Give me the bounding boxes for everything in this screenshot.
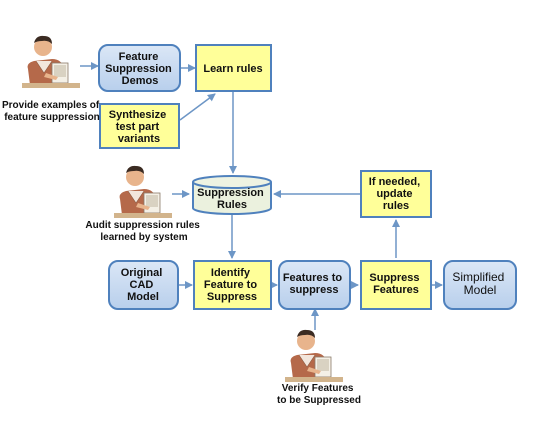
node-line: variants [118,133,160,145]
node-line: Features to [283,272,343,284]
node-line: CAD [130,279,154,291]
audit-rules-caption: Audit suppression rules learned by syste… [85,220,202,243]
svg-text:Provide examples of feat: Provide examples of feature suppression [2,100,102,123]
original-cad-box: Original CAD Model [108,260,179,310]
learn-rules-box: Learn rules [195,44,272,92]
svg-text:Feature Suppression: Feature Suppression Demos [105,51,175,87]
suppress-features-box: Suppress Features [360,260,432,310]
arrow-synth-to-learn [179,93,216,121]
caption-line: Audit suppression rules [85,220,200,231]
caption-line: Provide examples of [2,100,100,111]
node-line: Suppress [207,291,257,303]
node-line: Identify [211,267,251,279]
provide-examples-caption: Provide examples of feature suppression [2,100,102,123]
node-line: Rules [217,199,247,211]
node-line: Suppression [105,63,172,75]
synthesize-box: Synthesize test part variants [99,103,180,149]
svg-text:Synthesize test part: Synthesize test part variants [109,109,170,145]
node-line: rules [383,200,409,212]
node-line: test part [116,121,160,133]
svg-text:Audit suppression rules: Audit suppression rules learned by syste… [85,220,202,243]
feature-demos-box: Feature Suppression Demos [98,44,181,92]
person-at-computer-icon [285,329,343,382]
node-line: Original [121,267,163,279]
node-line: Feature [119,51,159,63]
svg-text:Identify Feature to: Identify Feature to Suppress [204,267,260,303]
svg-text:Learn rules: Learn rules [203,63,262,75]
svg-text:Simplified Model: Simplified Model [452,270,507,297]
node-line: Simplified [452,270,504,284]
update-rules-box: If needed, update rules [360,170,432,218]
caption-line: to be Suppressed [277,395,361,406]
node-line: Learn rules [203,63,262,75]
node-line: update [376,188,412,200]
svg-text:Suppression Rules: Suppression Rules [197,187,267,211]
node-line: Feature to [204,279,257,291]
identify-feature-box: Identify Feature to Suppress [193,260,272,310]
node-line: suppress [290,284,339,296]
verify-features-caption: Verify Features to be Suppressed [277,383,361,406]
node-line: Synthesize [109,109,166,121]
suppression-rules-cylinder: Suppression Rules [192,175,272,215]
node-line: Model [127,291,159,303]
svg-text:Suppress Features: Suppress Features [369,272,422,296]
node-line: Features [373,284,419,296]
caption-line: learned by system [100,232,187,243]
node-line: Model [464,283,497,297]
node-line: Demos [122,75,159,87]
simplified-model-box: Simplified Model [443,260,517,310]
node-line: If needed, [369,176,420,188]
person-at-computer-icon [22,35,80,88]
caption-line: Verify Features [282,383,354,394]
caption-line: feature suppression [4,112,100,123]
svg-text:Verify Features to be Su: Verify Features to be Suppressed [277,383,361,406]
connectors [80,62,443,330]
person-at-computer-icon [114,165,172,218]
svg-text:Features to suppress: Features to suppress [283,272,345,296]
svg-text:If needed, update: If needed, update rules [369,176,423,212]
node-line: Suppress [369,272,419,284]
svg-text:Original CAD Model: Original CAD Model [121,267,166,303]
features-to-suppress-box: Features to suppress [278,260,351,310]
node-line: Suppression [197,187,264,199]
